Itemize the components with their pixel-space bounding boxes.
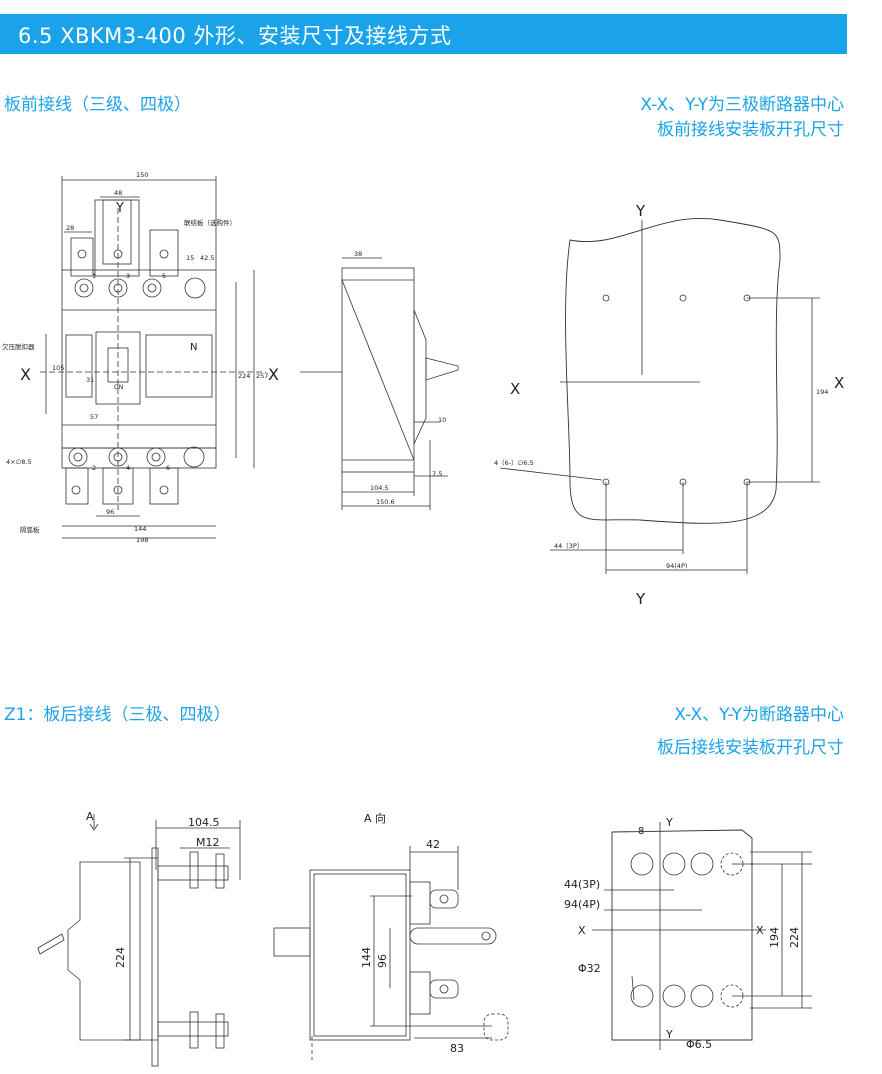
panel-front-dim-44: 44（3P） <box>554 542 583 550</box>
dim-15: 15 <box>186 254 194 262</box>
rear-a-view-drawing: A 向 42 144 96 83 <box>273 811 509 1060</box>
dim-198: 198 <box>136 536 148 544</box>
section2-caption-line1: X-X、Y-Y为断路器中心 <box>674 705 844 725</box>
terminal-1: 1 <box>92 272 96 280</box>
dim-48: 48 <box>114 189 122 197</box>
label-x-left: X <box>20 365 31 384</box>
a-view-dim-42: 42 <box>426 838 440 851</box>
panel-front-y-top: Y <box>635 202 646 220</box>
note-undervoltage: 欠压脱扣器 <box>2 342 35 351</box>
rear-dim-224: 224 <box>114 947 127 968</box>
section2-caption-line2: 板后接线安装板开孔尺寸 <box>657 738 844 758</box>
rear-dim-104-5: 104.5 <box>188 816 220 829</box>
label-y: Y <box>115 201 124 216</box>
note-link-plate: 联结板（选购件） <box>184 218 236 227</box>
terminal-3: 3 <box>126 272 130 280</box>
note-arc-plate: 隔弧板 <box>20 525 40 534</box>
terminal-4: 4 <box>126 464 130 472</box>
side-dim-38: 38 <box>354 250 362 258</box>
panel-front-dim-94: 94(4P) <box>666 562 687 570</box>
a-view-dim-83: 83 <box>450 1042 464 1055</box>
panel-rear-dim-94: 94(4P) <box>564 898 600 911</box>
dim-105: 105 <box>52 364 64 372</box>
panel-rear-dim-8: 8 <box>638 826 644 837</box>
label-x-right: X <box>268 365 279 384</box>
panel-rear-drawing: Y Y X X 8 44(3P) 94(4P) 194 224 Φ32 Φ6.5 <box>564 816 812 1051</box>
a-view-dim-96: 96 <box>376 954 389 968</box>
panel-rear-dim-194: 194 <box>768 927 781 948</box>
panel-front-x-left: X <box>510 380 520 398</box>
terminal-5: 5 <box>162 272 166 280</box>
terminal-2: 2 <box>92 464 96 472</box>
side-view-drawing: 38 10 7.5 104.5 150.6 <box>300 250 459 510</box>
note-holes: 4×∅8.5 <box>6 458 32 466</box>
rear-label-a: A <box>86 810 94 823</box>
dim-28: 28 <box>66 224 74 232</box>
dim-257: 257 <box>256 372 268 380</box>
panel-rear-dim-44: 44(3P) <box>564 878 600 891</box>
section1-caption-line1: X-X、Y-Y为三极断路器中心 <box>640 95 844 115</box>
label-on: ON <box>114 384 123 391</box>
section2-title: Z1：板后接线（三极、四极） <box>4 705 231 725</box>
panel-front-x-right: X <box>834 374 844 392</box>
section1-title: 板前接线（三级、四极） <box>4 95 191 115</box>
rear-dim-m12: M12 <box>196 836 220 849</box>
dim-96: 96 <box>106 508 114 516</box>
side-dim-104-5: 104.5 <box>370 484 389 492</box>
side-dim-10: 10 <box>438 416 446 424</box>
terminal-6: 6 <box>166 464 170 472</box>
panel-rear-x-right: X <box>756 924 764 937</box>
side-dim-7-5: 7.5 <box>432 470 442 478</box>
dim-57: 57 <box>90 413 98 421</box>
a-view-dim-144: 144 <box>360 947 373 968</box>
rear-side-drawing: A 104.5 M12 224 <box>37 810 241 1067</box>
panel-rear-x-left: X <box>578 924 586 937</box>
label-n: N <box>190 342 197 353</box>
page-title: 6.5 XBKM3-400 外形、安装尺寸及接线方式 <box>18 24 452 48</box>
panel-front-drawing: Y Y X X 194 4（6-）∅6.5 44（3P） 94(4P) <box>494 202 844 608</box>
header-bar <box>0 14 847 54</box>
dim-42-5: 42.5 <box>200 254 214 262</box>
dim-150: 150 <box>136 171 148 179</box>
panel-rear-dim-phi6-5: Φ6.5 <box>686 1038 712 1051</box>
dim-31: 31 <box>86 376 94 384</box>
panel-front-y-bottom: Y <box>635 590 646 608</box>
panel-rear-dim-224: 224 <box>788 927 801 948</box>
panel-rear-y-bottom: Y <box>665 1028 673 1041</box>
section1-caption-line2: 板前接线安装板开孔尺寸 <box>657 120 844 140</box>
panel-front-dim-194: 194 <box>816 388 828 396</box>
dim-224: 224 <box>238 372 250 380</box>
a-view-title: A 向 <box>364 811 386 825</box>
front-view-drawing: 150 48 28 15 42.5 105 31 224 257 57 96 1… <box>2 171 279 544</box>
dim-144: 144 <box>134 525 146 533</box>
panel-rear-y-top: Y <box>665 816 673 829</box>
panel-rear-dim-phi32: Φ32 <box>578 962 601 975</box>
panel-front-note-holes: 4（6-）∅6.5 <box>494 459 534 467</box>
side-dim-150-6: 150.6 <box>376 498 395 506</box>
